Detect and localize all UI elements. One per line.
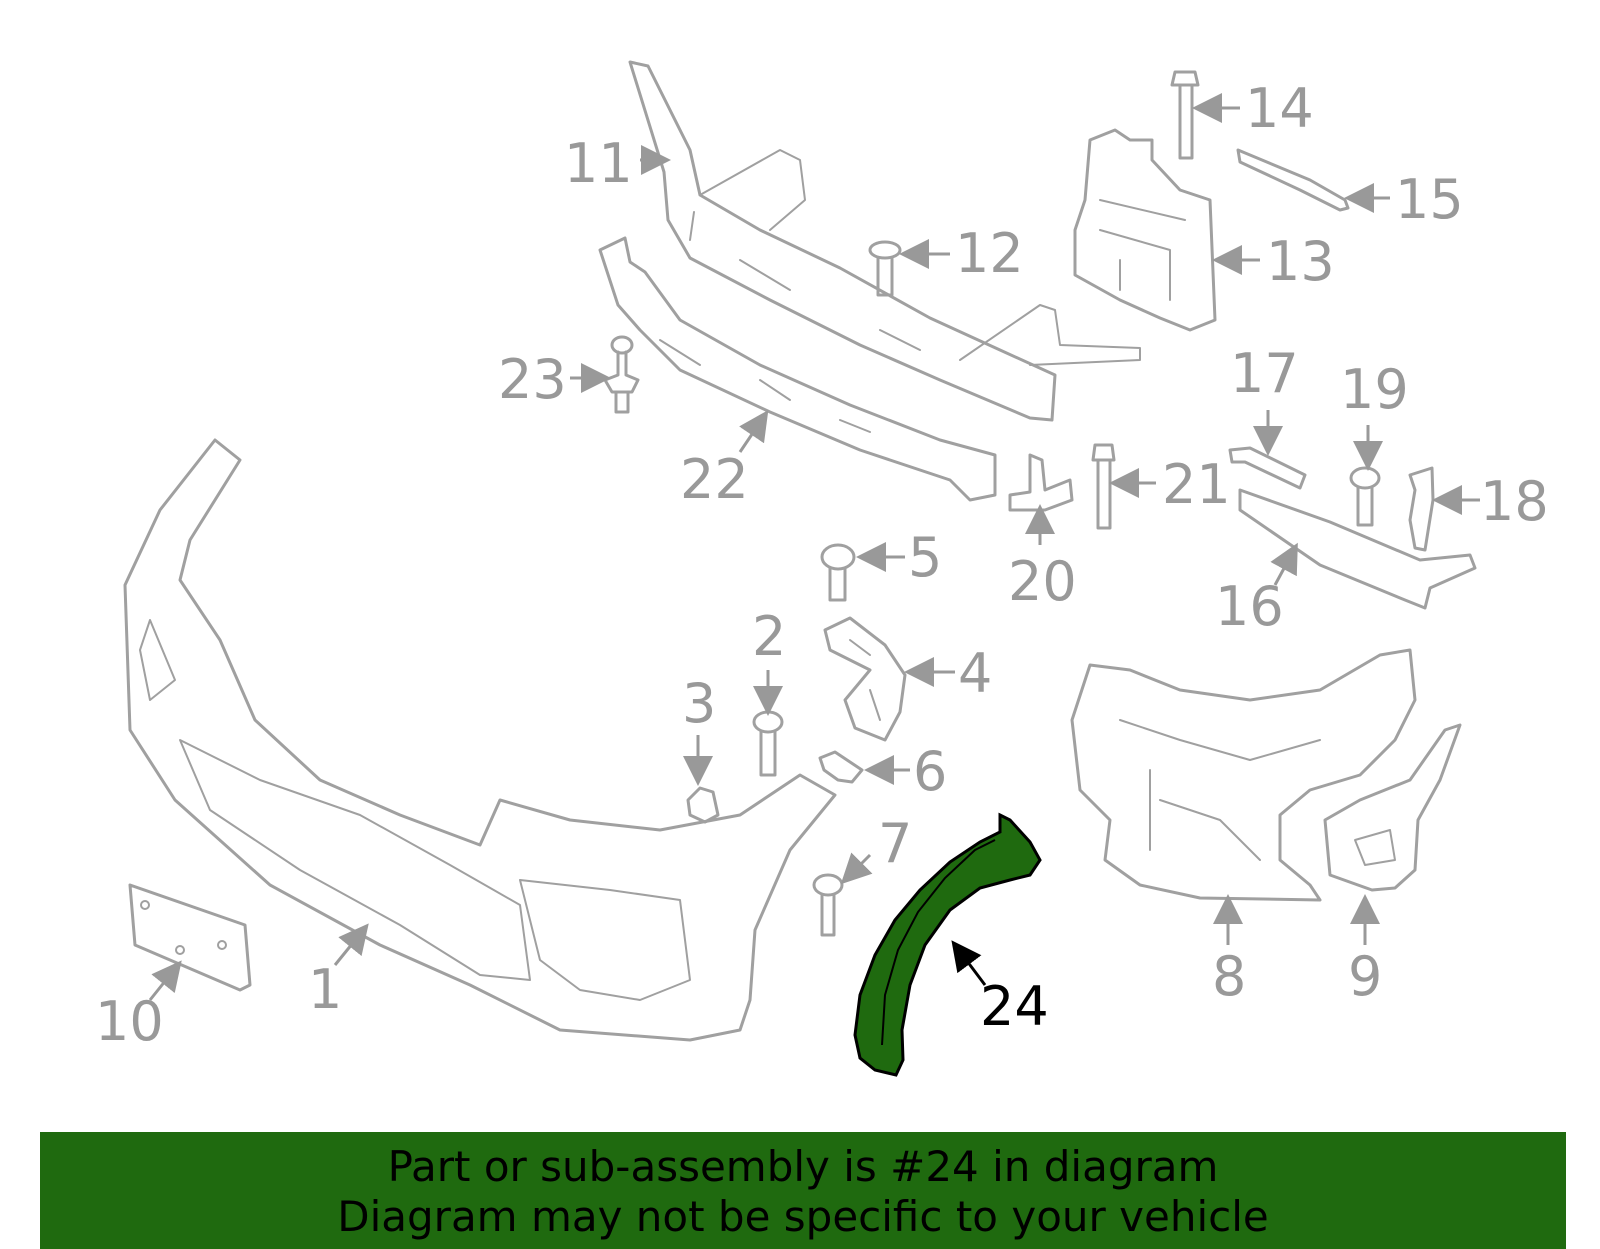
part-19-bolt[interactable] (1349, 466, 1381, 527)
part-20-bracket[interactable] (1008, 453, 1074, 512)
banner-line-1: Part or sub-assembly is #24 in diagram (387, 1142, 1219, 1191)
part-13-bracket[interactable] (1073, 128, 1217, 332)
callout-2: 2 (752, 605, 786, 668)
part-14-bolt[interactable] (1170, 70, 1200, 160)
callout-3: 3 (682, 672, 716, 735)
callout-1: 1 (308, 958, 342, 1021)
callout-8: 8 (1212, 945, 1246, 1008)
part-11-carrier[interactable] (628, 60, 1141, 422)
callout-20: 20 (1008, 550, 1077, 613)
info-banner: Part or sub-assembly is #24 in diagram D… (40, 1132, 1566, 1249)
callout-labels: 11 12 13 14 15 23 22 17 19 21 18 20 16 5… (95, 77, 1549, 1053)
part-3-clip[interactable] (686, 786, 720, 824)
callout-18: 18 (1480, 470, 1549, 533)
callout-21: 21 (1162, 453, 1231, 516)
callout-24: 24 (980, 975, 1049, 1038)
callout-13: 13 (1266, 230, 1335, 293)
part-15-strip[interactable] (1236, 148, 1350, 212)
part-18-bracket[interactable] (1408, 466, 1435, 552)
callout-arrows (148, 93, 1480, 1001)
callout-4: 4 (958, 642, 992, 705)
part-22-reinforcement[interactable] (598, 236, 997, 502)
part-2-bolt[interactable] (752, 710, 784, 777)
part-23-clip[interactable] (603, 335, 640, 414)
callout-19: 19 (1340, 358, 1409, 421)
part-5-bolt[interactable] (820, 543, 856, 602)
part-10-plate-bracket[interactable] (128, 883, 252, 992)
callout-22: 22 (680, 448, 749, 511)
part-8-carrier[interactable] (1070, 648, 1417, 902)
callout-7: 7 (878, 812, 912, 875)
part-9-bracket[interactable] (1323, 723, 1462, 892)
banner-line-2: Diagram may not be specific to your vehi… (337, 1192, 1269, 1241)
callout-11: 11 (564, 132, 633, 195)
part-4-bracket[interactable] (823, 616, 907, 742)
callout-10: 10 (95, 990, 164, 1053)
part-7-screw[interactable] (812, 873, 844, 937)
callout-15: 15 (1395, 168, 1464, 231)
part-6-clip[interactable] (818, 750, 864, 784)
callout-23: 23 (498, 348, 567, 411)
part-1-bumper-cover[interactable] (123, 438, 837, 1042)
callout-12: 12 (955, 222, 1024, 285)
callout-14: 14 (1245, 77, 1314, 140)
callout-5: 5 (908, 526, 942, 589)
part-24-wheel-arch-trim[interactable] (853, 812, 1042, 1077)
part-21-bolt[interactable] (1091, 443, 1116, 530)
callout-16: 16 (1215, 575, 1284, 638)
callout-17: 17 (1230, 342, 1299, 405)
part-17-clip[interactable] (1228, 446, 1307, 490)
callout-9: 9 (1348, 945, 1382, 1008)
callout-6: 6 (913, 740, 947, 803)
